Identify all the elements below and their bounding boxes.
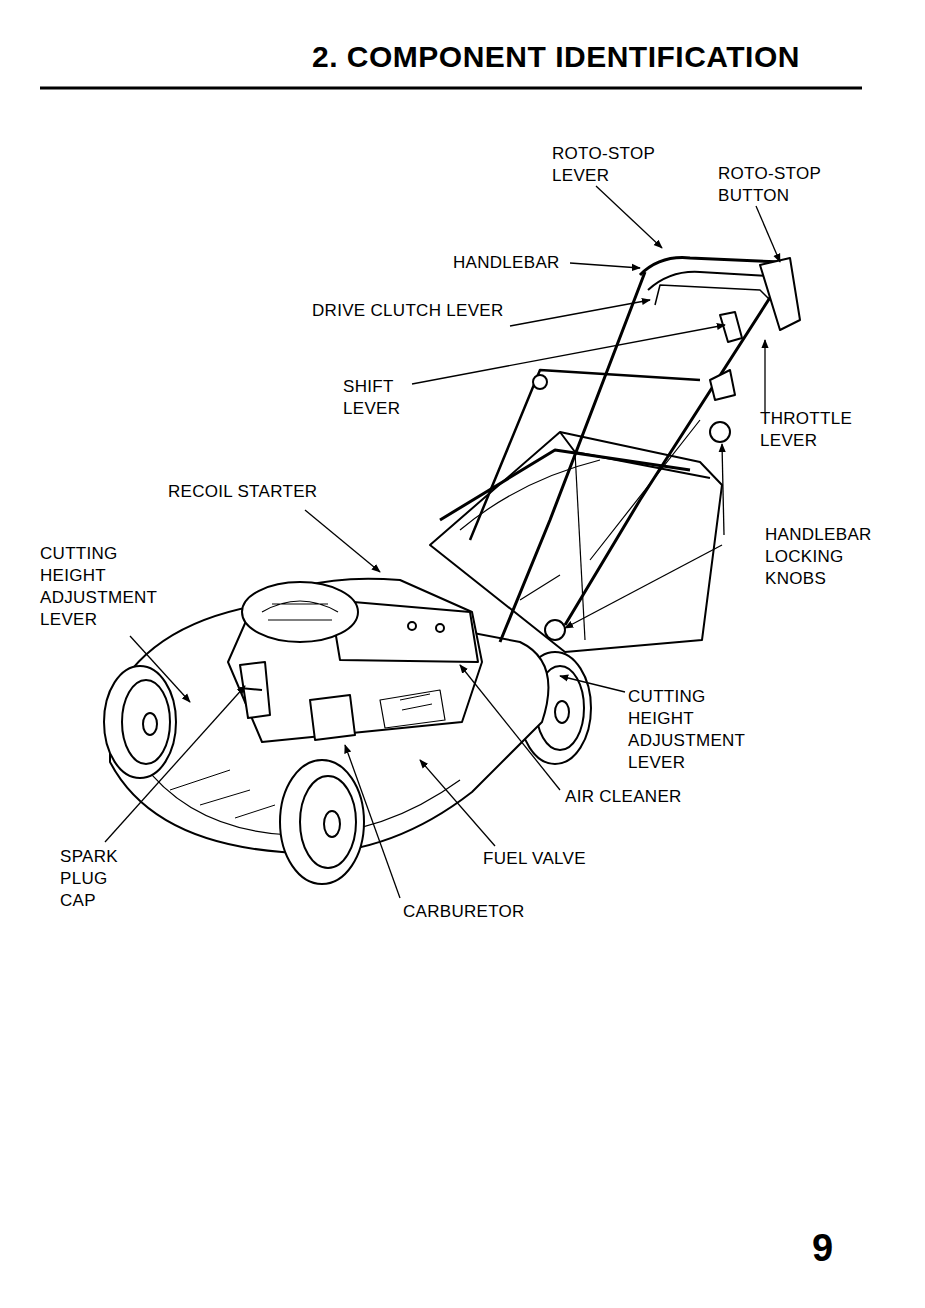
part-label: AIR CLEANER [565, 786, 682, 808]
part-label: CARBURETOR [403, 901, 525, 923]
part-label: HANDLEBAR [453, 252, 560, 274]
part-label: SPARK PLUG CAP [60, 846, 118, 912]
part-label: RECOIL STARTER [168, 481, 317, 503]
part-label: ROTO-STOP BUTTON [718, 163, 828, 207]
part-label: SHIFT LEVER [343, 376, 400, 420]
part-label: DRIVE CLUTCH LEVER [312, 300, 504, 322]
leader-lines [105, 186, 780, 898]
page-title: 2. COMPONENT IDENTIFICATION [312, 40, 800, 74]
part-label: THROTTLE LEVER [760, 408, 852, 452]
mower-drawing [104, 258, 800, 884]
part-label: HANDLEBAR LOCKING KNOBS [765, 524, 872, 590]
part-label: CUTTING HEIGHT ADJUSTMENT LEVER [40, 543, 157, 631]
heading-rule [40, 87, 862, 90]
page-number: 9 [812, 1226, 833, 1270]
part-label: FUEL VALVE [483, 848, 586, 870]
part-label: ROTO-STOP LEVER [552, 143, 662, 187]
part-label: CUTTING HEIGHT ADJUSTMENT LEVER [628, 686, 745, 774]
